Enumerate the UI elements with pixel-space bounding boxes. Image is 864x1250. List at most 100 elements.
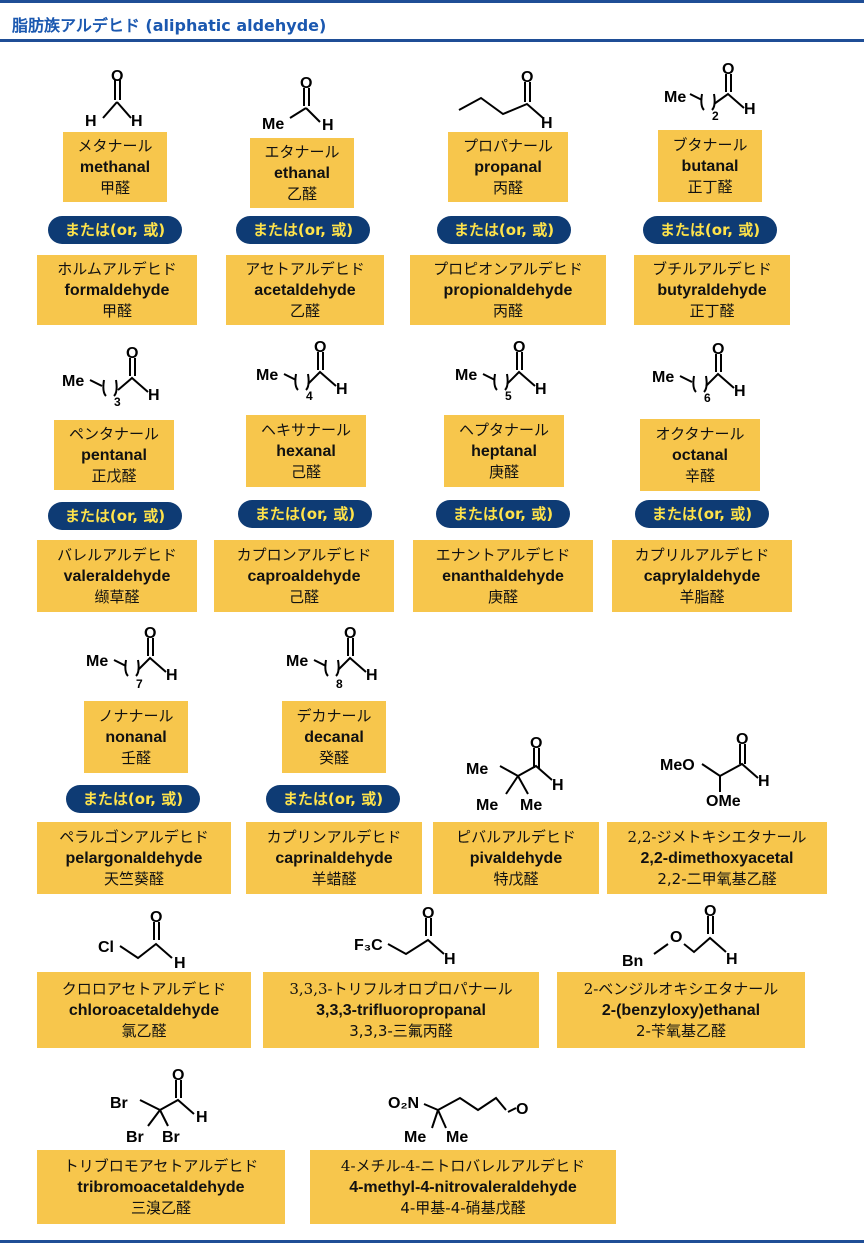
svg-text:H: H	[366, 667, 378, 684]
svg-text:Me: Me	[476, 797, 498, 814]
svg-text:5: 5	[505, 389, 512, 403]
svg-text:O: O	[422, 905, 434, 922]
svg-text:7: 7	[136, 677, 143, 691]
svg-text:O: O	[126, 345, 138, 362]
or-badge: または(or, 或)	[437, 216, 571, 244]
svg-text:Me: Me	[262, 116, 284, 133]
svg-text:H: H	[336, 381, 348, 398]
structure-ethanal: O Me H	[262, 75, 334, 134]
structure-propanal: O H	[458, 69, 553, 132]
svg-text:O: O	[344, 625, 356, 642]
structure-decanal: O Me H 8	[286, 625, 378, 691]
or-badge: または(or, 或)	[635, 500, 769, 528]
structure-benzyloxyethanal: O Bn O H	[622, 903, 738, 970]
structure-octanal: O Me H 6	[652, 341, 746, 405]
structure-nonanal: O Me H 7	[86, 625, 178, 691]
structure-tribromoacetaldehyde: O Br H Br Br	[110, 1067, 208, 1146]
svg-text:Me: Me	[520, 797, 542, 814]
svg-text:Bn: Bn	[622, 953, 643, 970]
svg-text:O: O	[300, 75, 312, 92]
or-badge: または(or, 或)	[48, 502, 182, 530]
structure-chloroacetaldehyde: O Cl H	[98, 909, 186, 972]
svg-text:H: H	[758, 773, 770, 790]
svg-text:H: H	[131, 113, 143, 130]
svg-text:H: H	[726, 951, 738, 968]
svg-text:H: H	[552, 777, 564, 794]
svg-text:O₂N: O₂N	[388, 1095, 419, 1112]
svg-text:O: O	[111, 68, 123, 85]
svg-text:Me: Me	[86, 653, 108, 670]
svg-text:H: H	[541, 115, 553, 132]
header-top-rule	[0, 0, 864, 3]
svg-text:8: 8	[336, 677, 343, 691]
svg-text:2: 2	[712, 109, 719, 123]
svg-text:Me: Me	[652, 369, 674, 386]
svg-text:Me: Me	[286, 653, 308, 670]
svg-text:H: H	[322, 117, 334, 134]
structure-hexanal: O Me H 4	[256, 339, 348, 403]
svg-text:Cl: Cl	[98, 939, 114, 956]
svg-text:O: O	[314, 339, 326, 356]
svg-text:O: O	[513, 339, 525, 356]
structure-heptanal: O Me H 5	[455, 339, 547, 403]
svg-text:H: H	[174, 955, 186, 972]
svg-text:O: O	[516, 1101, 528, 1118]
svg-text:H: H	[166, 667, 178, 684]
svg-text:Me: Me	[404, 1129, 426, 1146]
or-badge: または(or, 或)	[266, 785, 400, 813]
svg-text:6: 6	[704, 391, 711, 405]
svg-text:O: O	[521, 69, 533, 86]
structure-pivaldehyde: O Me H Me Me	[466, 735, 564, 814]
svg-text:H: H	[535, 381, 547, 398]
svg-text:O: O	[712, 341, 724, 358]
structure-butanal: O Me H 2	[664, 61, 756, 123]
svg-text:MeO: MeO	[660, 757, 695, 774]
structure-methylnitrovaleraldehyde: O₂N O Me Me	[388, 1095, 528, 1146]
svg-text:O: O	[172, 1067, 184, 1084]
or-badge: または(or, 或)	[236, 216, 370, 244]
svg-text:H: H	[85, 113, 97, 130]
svg-text:Br: Br	[110, 1095, 128, 1112]
svg-text:H: H	[196, 1109, 208, 1126]
svg-text:Me: Me	[455, 367, 477, 384]
svg-text:H: H	[444, 951, 456, 968]
svg-text:Me: Me	[62, 373, 84, 390]
structure-dimethoxyacetal: O MeO H OMe	[660, 731, 770, 810]
page-title: 脂肪族アルデヒド (aliphatic aldehyde)	[12, 16, 327, 35]
structure-pentanal: O Me H 3	[62, 345, 160, 409]
svg-text:O: O	[144, 625, 156, 642]
footer-rule	[0, 1240, 864, 1243]
svg-text:H: H	[148, 387, 160, 404]
svg-text:H: H	[744, 101, 756, 118]
svg-text:O: O	[670, 929, 682, 946]
structure-trifluoropropanal: O F₃C H	[354, 905, 456, 968]
svg-text:F₃C: F₃C	[354, 937, 383, 954]
svg-text:4: 4	[306, 389, 313, 403]
svg-text:Me: Me	[466, 761, 488, 778]
or-badge: または(or, 或)	[66, 785, 200, 813]
svg-text:H: H	[734, 383, 746, 400]
or-badge: または(or, 或)	[436, 500, 570, 528]
